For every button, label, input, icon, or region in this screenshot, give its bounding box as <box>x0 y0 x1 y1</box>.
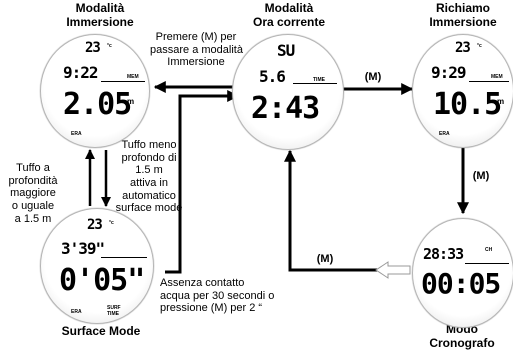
time-tag: TIME <box>107 311 119 317</box>
clock-value: 2:43 <box>251 91 320 126</box>
title-dive-recall: Richiamo Immersione <box>429 1 497 29</box>
era-tag: ERA <box>71 309 82 315</box>
watch-divider <box>465 263 509 264</box>
arrow-surface-to-current <box>165 90 240 274</box>
watch-stopwatch: 28:33 CH 00:05 <box>412 218 513 328</box>
label-press-m-dive: Premere (M) per passare a modalità Immer… <box>150 31 243 69</box>
arrow-stopwatch-to-current <box>284 149 400 272</box>
main-time-value: 00:05 <box>421 267 501 300</box>
label-m-right: (M) <box>364 71 382 83</box>
date-value: 5.6 <box>259 67 286 86</box>
hollow-arrow-left <box>375 261 411 279</box>
watch-recall: 23 °c 9:29 MEM 10.5 m ERA <box>412 34 513 148</box>
label-deep-dive: Tuffo a profondità maggiore o uguale a 1… <box>8 162 58 225</box>
temp-value: 23 <box>85 40 101 56</box>
watch-divider <box>101 257 147 258</box>
chrono-tag: CH <box>485 247 493 253</box>
dive-time-value: 3'39" <box>61 239 105 258</box>
depth-value: 10.5 <box>433 87 502 122</box>
time-value: 9:22 <box>63 63 99 82</box>
label-m-down: (M) <box>472 170 490 182</box>
mem-tag: MEM <box>491 74 503 80</box>
title-current-time-mode: Modalità Ora corrente <box>252 1 326 29</box>
watch-surface: 23 °c 3'39" 0'05" ERA SURF TIME <box>40 208 154 324</box>
time-value: 9:29 <box>431 63 467 82</box>
depth-unit: m <box>127 97 135 106</box>
watch-divider <box>469 81 509 82</box>
temp-value: 23 <box>87 217 103 233</box>
watch-current: SU 5.6 TIME 2:43 <box>232 34 344 150</box>
era-tag: ERA <box>71 131 82 137</box>
watch-divider <box>101 81 145 82</box>
temp-value: 23 <box>455 40 471 56</box>
watch-divider <box>293 83 337 84</box>
depth-value: 2.05 <box>63 87 132 122</box>
title-immersion-mode: Modalità Immersione <box>66 1 134 29</box>
time-tag: TIME <box>313 77 325 83</box>
temp-unit: °c <box>107 43 112 49</box>
label-m-left: (M) <box>316 253 334 265</box>
surf-time-value: 0'05" <box>59 263 145 298</box>
watch-immersion: 23 °c 9:22 MEM 2.05 m ERA <box>40 34 150 148</box>
temp-unit: °c <box>109 220 114 226</box>
label-shallow-dive: Tuffo meno profondo di 1.5 m attiva in a… <box>115 139 183 215</box>
mem-tag: MEM <box>127 74 139 80</box>
surf-tag: SURF <box>107 305 121 311</box>
day-value: SU <box>277 41 295 60</box>
temp-unit: °c <box>477 43 482 49</box>
label-no-contact: Assenza contatto acqua per 30 secondi o … <box>160 277 275 315</box>
title-surface-mode: Surface Mode <box>61 324 141 338</box>
top-time-value: 28:33 <box>423 245 464 263</box>
era-tag: ERA <box>439 131 450 137</box>
depth-unit: m <box>497 97 505 106</box>
